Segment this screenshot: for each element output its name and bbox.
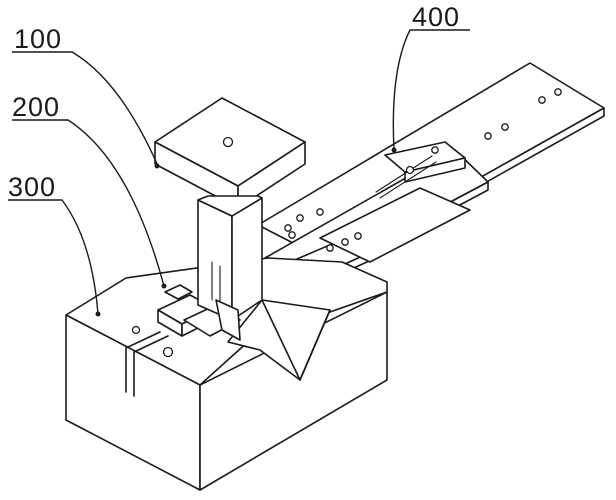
press-head-hole: [222, 136, 234, 148]
fixture-tab: [164, 284, 193, 300]
rail-hole: [316, 208, 324, 216]
leader-lines: [8, 29, 470, 317]
leader-200-tip: [161, 283, 167, 289]
press-head: [154, 97, 306, 341]
press-neck: [197, 195, 263, 217]
base-hole: [131, 325, 141, 335]
leader-400: [392, 29, 470, 151]
rail-hole: [431, 146, 439, 154]
rail-hole: [554, 88, 562, 96]
label-part-100: 100: [14, 24, 62, 54]
base-front-slot: [125, 331, 169, 397]
base-v-groove-edge: [261, 299, 331, 381]
press-column-front: [197, 199, 233, 321]
rail-hole: [354, 232, 362, 240]
label-part-200: 200: [12, 92, 60, 122]
rail-hole: [288, 231, 296, 239]
slider-slot: [375, 155, 437, 199]
leader-100-tip: [154, 163, 160, 169]
leader-100: [12, 51, 159, 167]
rail-hole: [326, 244, 334, 252]
rail-hole: [341, 238, 349, 246]
press-column-side: [231, 197, 263, 321]
part-labels: 100 200 300 400: [8, 2, 460, 202]
label-part-400: 400: [412, 2, 460, 32]
fixture-blocks: [157, 284, 241, 337]
leader-200: [12, 119, 165, 287]
punch-tip: [215, 299, 241, 341]
slider-block-front: [404, 157, 466, 183]
press-column-slot: [211, 261, 221, 305]
rail-assembly: [257, 62, 605, 291]
leader-300: [8, 199, 99, 315]
rail-hole: [484, 132, 492, 140]
rail-hole: [538, 96, 546, 104]
rail-hole: [284, 224, 292, 232]
rail-hole: [501, 123, 509, 131]
leader-400-tip: [391, 147, 397, 153]
leader-300-tip: [95, 311, 101, 317]
base-hole: [162, 346, 174, 358]
label-part-300: 300: [8, 172, 56, 202]
rail-hole: [405, 165, 415, 175]
rail-hole: [296, 214, 304, 222]
lower-slider: [319, 187, 471, 263]
